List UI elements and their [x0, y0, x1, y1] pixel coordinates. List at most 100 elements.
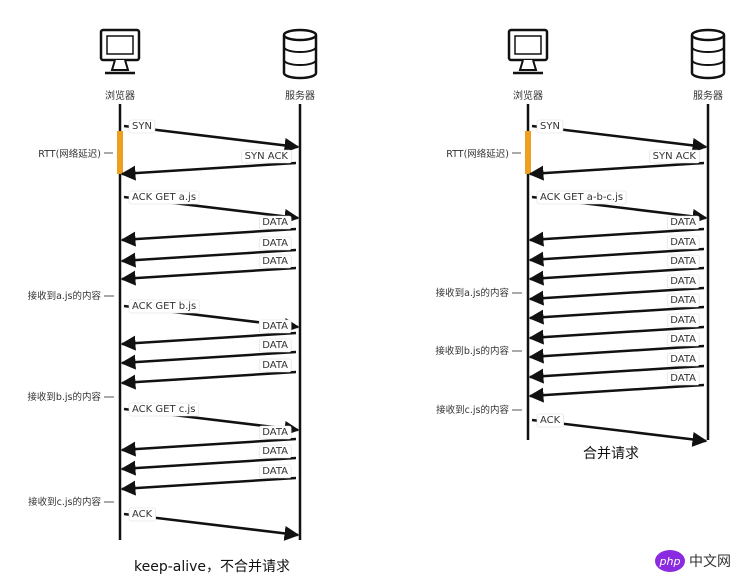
message-label: ACK GET b.js [132, 301, 196, 312]
message-arrow [120, 227, 297, 247]
db-body [690, 35, 726, 80]
message-label-bg [128, 299, 200, 314]
side-note-label: 接收到c.js的内容 [28, 496, 101, 508]
message-label-bg [128, 190, 200, 205]
message-arrow [528, 383, 705, 403]
message-arrow [528, 305, 705, 325]
watermark-text: 中文网 [689, 554, 731, 570]
db-ring-1 [691, 46, 725, 53]
side-note-label: 接收到b.js的内容 [435, 345, 509, 357]
message-label-bg [666, 254, 700, 269]
message-label: SYN ACK [653, 151, 697, 162]
message-label-bg [258, 319, 292, 334]
monitor-screen [514, 35, 542, 55]
watermark-logo: php 中文网 [655, 550, 731, 572]
message-label: DATA [262, 427, 288, 438]
message-arrow [120, 476, 297, 496]
monitor-icon [507, 28, 549, 75]
message-arrow [120, 350, 297, 370]
message-arrow [120, 370, 297, 390]
rtt-label: RTT(网络延迟) [446, 148, 509, 160]
message-label: ACK [132, 509, 153, 520]
message-label-bg [666, 215, 700, 230]
message-arrow [528, 266, 705, 286]
message-label: DATA [670, 276, 696, 287]
message-label-bg [241, 149, 292, 164]
message-label: DATA [670, 315, 696, 326]
message-label: DATA [262, 446, 288, 457]
caption: keep-alive，不合并请求 [134, 559, 290, 575]
db-ring-2 [283, 59, 317, 66]
message-label-bg [649, 149, 700, 164]
message-label-bg [666, 235, 700, 250]
message-arrow [120, 456, 297, 476]
message-label-bg [536, 413, 564, 428]
monitor-stand [518, 59, 538, 71]
message-label: DATA [262, 466, 288, 477]
message-label: DATA [670, 354, 696, 365]
server-label: 服务器 [693, 89, 723, 102]
message-arrow [120, 161, 297, 181]
message-label-bg [666, 352, 700, 367]
message-label: ACK GET a-b-c.js [540, 192, 623, 203]
message-label: DATA [670, 295, 696, 306]
message-label-bg [258, 444, 292, 459]
message-arrow [528, 286, 705, 306]
message-arrow [528, 364, 705, 384]
message-label-bg [258, 236, 292, 251]
message-label: SYN ACK [245, 151, 289, 162]
message-label-bg [258, 358, 292, 373]
message-label: ACK GET c.js [132, 404, 195, 415]
message-label: ACK GET a.js [132, 192, 196, 203]
message-arrow [120, 266, 297, 286]
message-label-bg [128, 507, 156, 522]
monitor-stand [110, 59, 130, 71]
client-label: 浏览器 [513, 89, 543, 102]
message-label-bg [666, 274, 700, 289]
message-label-bg [258, 338, 292, 353]
rtt-bar [525, 131, 531, 174]
message-label: SYN [540, 121, 560, 132]
message-arrow [120, 437, 297, 457]
message-label: DATA [262, 217, 288, 228]
message-label: DATA [670, 373, 696, 384]
message-label-bg [128, 119, 156, 134]
client-label: 浏览器 [105, 89, 135, 102]
message-label: DATA [670, 237, 696, 248]
message-arrow [120, 331, 297, 351]
message-label: DATA [262, 238, 288, 249]
caption: 合并请求 [583, 446, 639, 462]
database-icon [690, 28, 726, 80]
rtt-bar [117, 131, 123, 174]
db-ring-2 [691, 59, 725, 66]
message-arrow [528, 161, 705, 181]
php-badge: php [655, 550, 685, 572]
message-arrow [528, 227, 705, 247]
message-label: DATA [262, 340, 288, 351]
message-label: DATA [262, 321, 288, 332]
message-label-bg [258, 464, 292, 479]
monitor-icon [99, 28, 141, 75]
db-ring-1 [283, 46, 317, 53]
message-label: SYN [132, 121, 152, 132]
message-label: DATA [670, 334, 696, 345]
message-arrow [528, 247, 705, 267]
message-label-bg [666, 313, 700, 328]
message-label-bg [666, 293, 700, 308]
message-label-bg [536, 190, 627, 205]
message-label: DATA [262, 360, 288, 371]
message-label-bg [258, 254, 292, 269]
message-label: ACK [540, 415, 561, 426]
db-top [690, 28, 726, 42]
message-label: DATA [670, 217, 696, 228]
side-note-label: 接收到c.js的内容 [436, 404, 509, 416]
message-label-bg [666, 332, 700, 347]
message-arrow [120, 248, 297, 268]
database-icon [282, 28, 318, 80]
message-label-bg [258, 215, 292, 230]
side-note-label: 接收到a.js的内容 [28, 290, 102, 302]
message-arrow [528, 325, 705, 345]
rtt-label: RTT(网络延迟) [38, 148, 101, 160]
